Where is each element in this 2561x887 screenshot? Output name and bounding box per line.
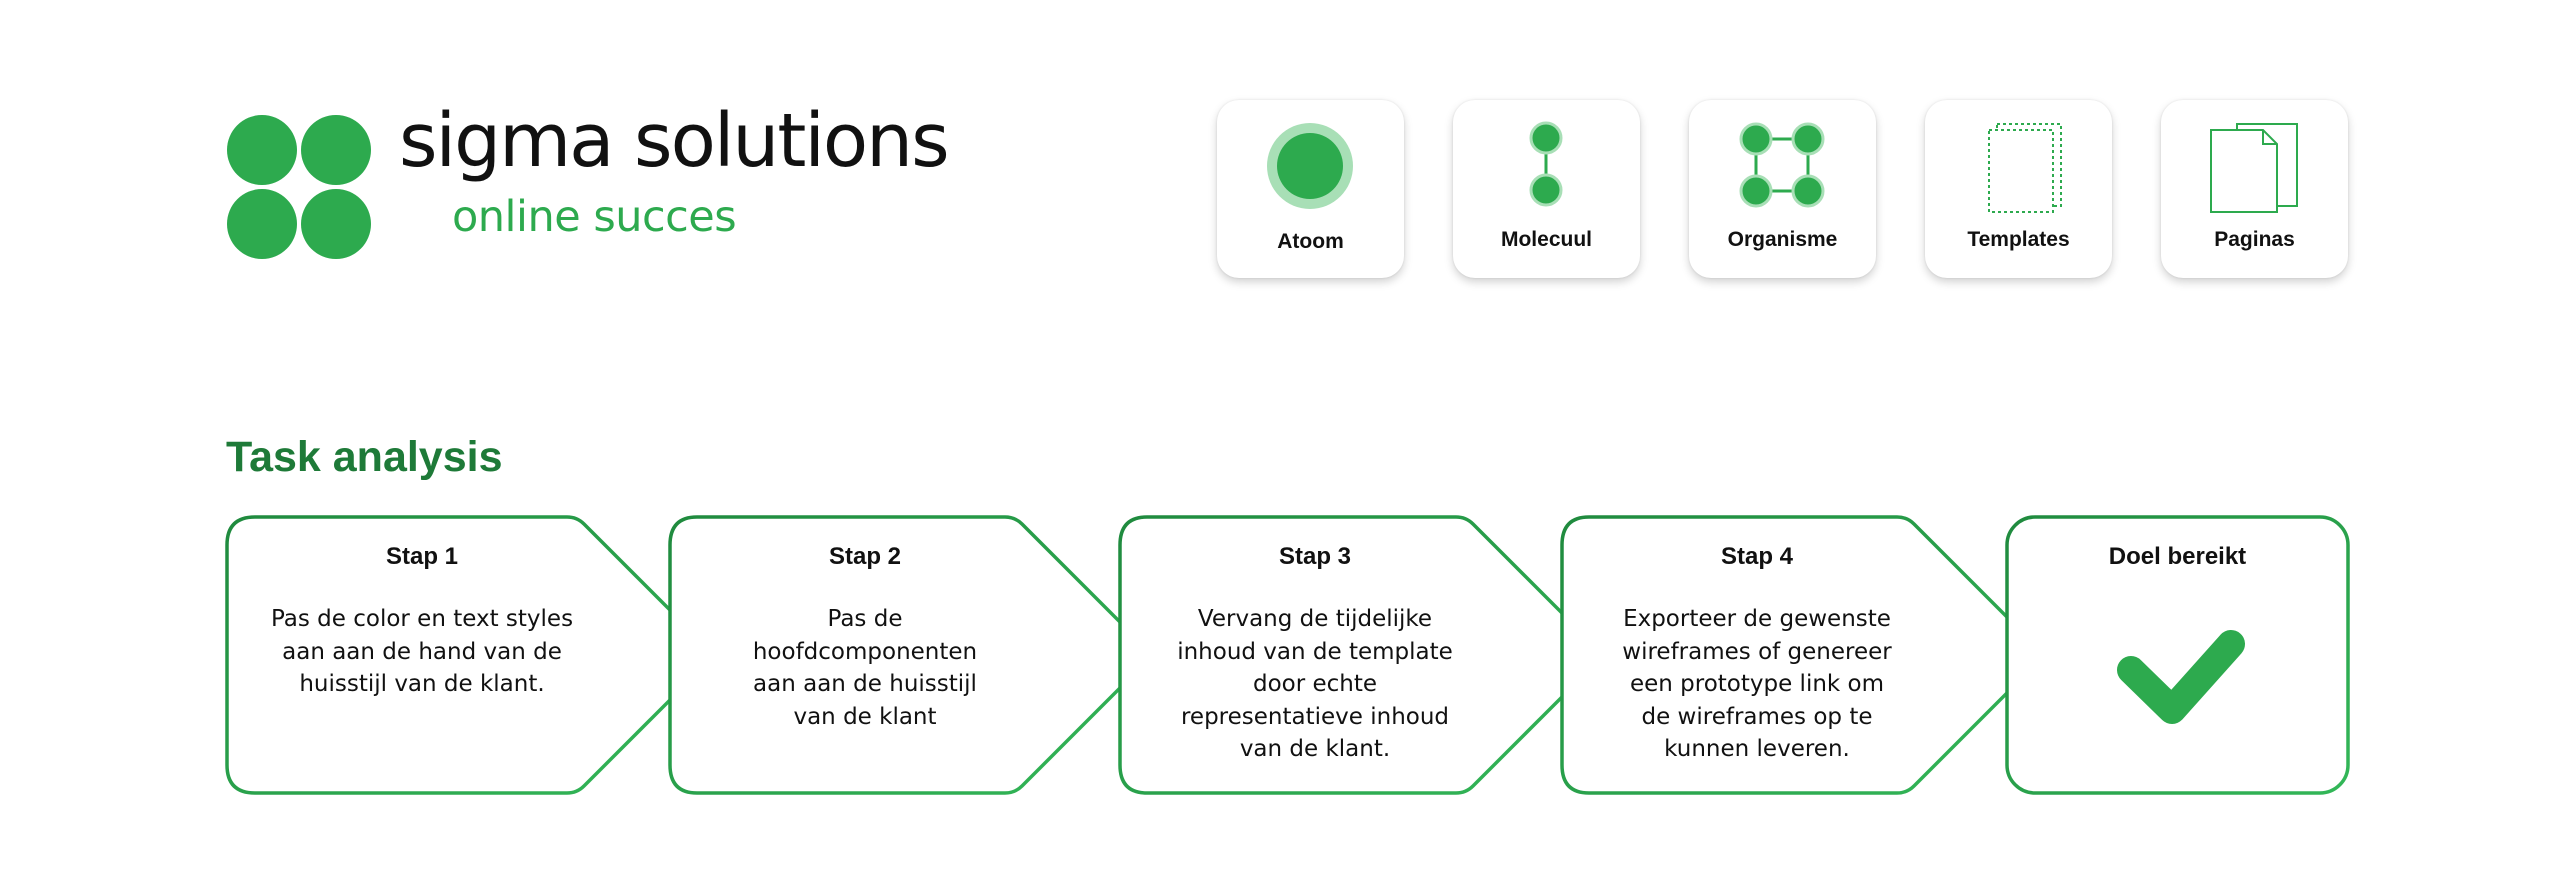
step-1-shape [225,515,699,795]
level-card-atoom: Atoom [1217,100,1404,278]
level-card-templates: Templates [1925,100,2112,278]
step-2-text: Pas de hoofdcomponenten aan aan de huiss… [752,606,978,730]
step-1-text: Pas de color en text styles aan aan de h… [270,606,574,697]
checkmark-icon [2117,630,2245,724]
goal-title: Doel bereikt [2108,543,2247,570]
level-label: Atoom [1277,230,1344,253]
step-4-title: Stap 4 [1720,543,1794,570]
pages-icon [2210,123,2298,213]
step-4-text: Exporteer de gewenste wireframes of gene… [1622,606,1892,762]
step-2-shape [668,515,1137,795]
atom-icon [1267,123,1353,209]
level-label: Molecuul [1500,228,1592,251]
step-3-text: Vervang de tijdelijke inhoud van de temp… [1177,606,1453,762]
level-card-paginas: Paginas [2161,100,2348,278]
level-card-molecuul: Molecuul [1453,100,1640,278]
template-icon [1988,123,2062,213]
molecule-icon [1529,121,1563,207]
brand-tagline: online succes [452,192,737,242]
step-3-title: Stap 3 [1278,543,1352,570]
logo-mark-icon [227,115,371,259]
step-2-title: Stap 2 [828,543,902,570]
brand-name: sigma solutions [399,98,950,184]
level-card-organisme: Organisme [1689,100,1876,278]
step-3-shape [1118,515,1588,795]
goal-shape [2005,515,2350,795]
organism-icon [1739,122,1825,208]
step-4-shape [1560,515,2029,795]
step-1-title: Stap 1 [385,543,459,570]
atomic-levels: Atoom Molecuul Organisme Templates [1217,100,2357,280]
level-label: Templates [1967,228,2070,251]
section-title: Task analysis [226,433,503,481]
level-label: Paginas [2214,228,2295,251]
level-label: Organisme [1727,228,1838,251]
brand-logo: sigma solutions online succes [226,98,950,264]
